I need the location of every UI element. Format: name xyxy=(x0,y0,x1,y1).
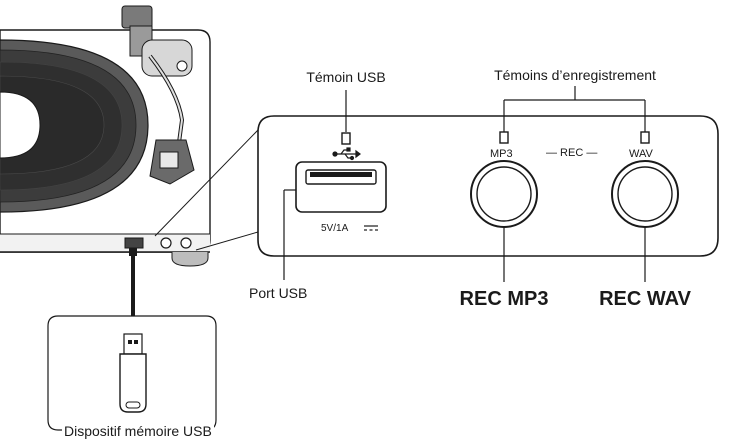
zoom-callout xyxy=(154,129,259,251)
wav-indicator-led xyxy=(640,131,650,144)
rec-label: — REC — xyxy=(546,147,597,159)
mp3-label: MP3 xyxy=(490,148,513,160)
usb-storage-label: Dispositif mémoire USB xyxy=(64,423,212,439)
rec-mp3-button xyxy=(470,160,538,228)
rec-indicators-label: Témoins d’enregistrement xyxy=(494,67,656,83)
rec-mp3-label: REC MP3 xyxy=(460,288,549,310)
usb-stick-icon xyxy=(119,333,147,413)
platter xyxy=(0,39,149,213)
tonearm xyxy=(121,5,195,185)
usb-indicator-led xyxy=(341,132,351,145)
turntable-front-controls xyxy=(124,237,192,249)
power-rating: 5V/1A xyxy=(321,223,349,234)
leader-lines xyxy=(283,86,646,282)
usb-storage-label-bg xyxy=(62,423,214,439)
wav-label: WAV xyxy=(629,148,653,160)
usb-indicator-label: Témoin USB xyxy=(306,69,385,85)
port-usb-label: Port USB xyxy=(249,285,307,301)
mp3-indicator-led xyxy=(499,131,509,144)
usb-port xyxy=(295,161,387,213)
rec-wav-label: REC WAV xyxy=(599,288,692,310)
rec-wav-button xyxy=(611,160,679,228)
usb-symbol-icon xyxy=(332,147,361,161)
dc-symbol xyxy=(364,225,378,231)
